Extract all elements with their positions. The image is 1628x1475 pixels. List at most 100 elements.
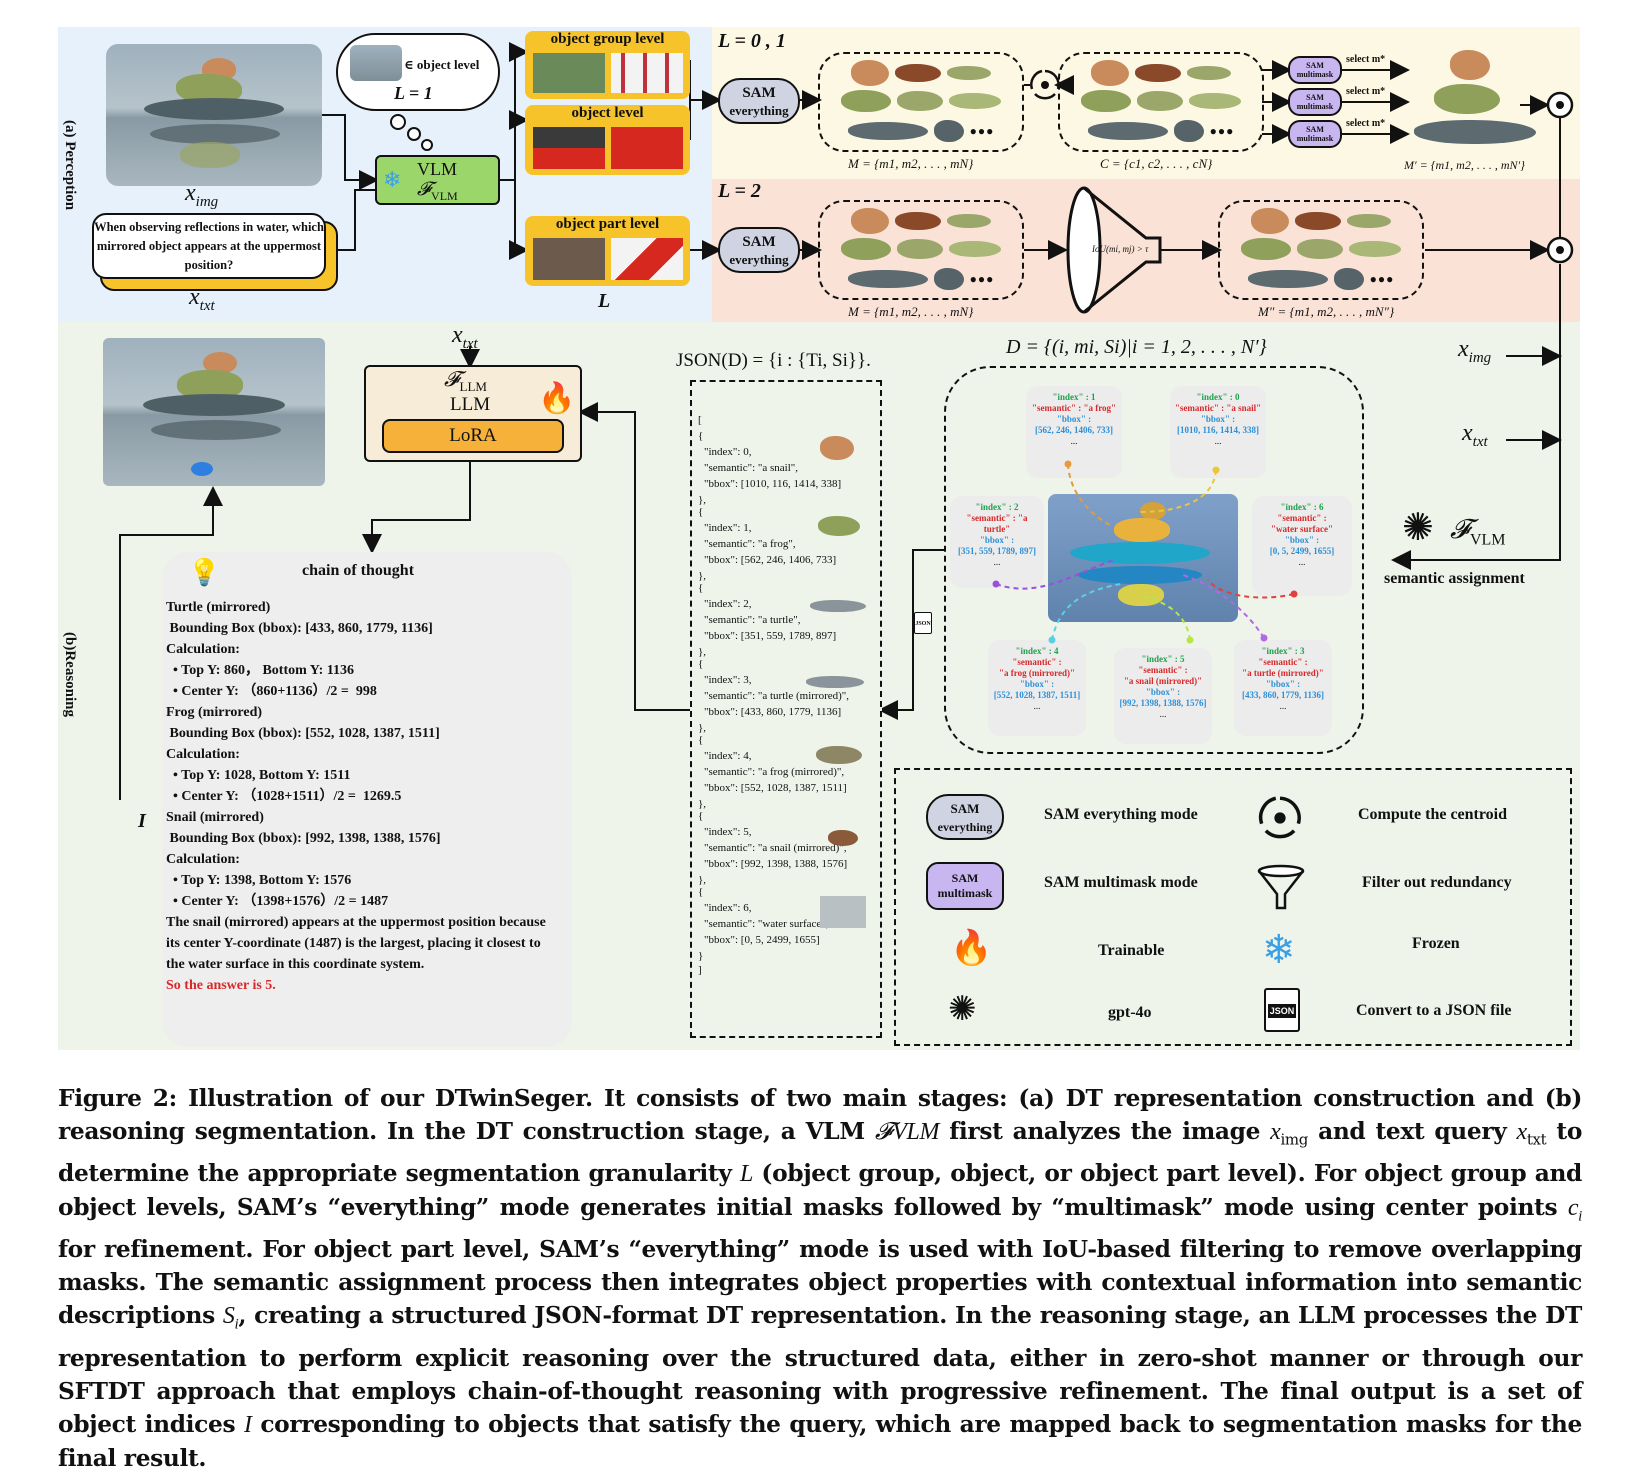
legend-frozen: Frozen xyxy=(1412,935,1460,952)
x-txt-llm-label: xtxt xyxy=(452,322,478,352)
snowflake-icon: ❄ xyxy=(383,167,402,192)
Mdouble-eq: M″ = {m1, m2, . . . , mN″} xyxy=(1258,304,1395,319)
json-thumb-turtle-mirrored xyxy=(806,676,864,688)
vlm-box: ❄ VLM 𝓕VLM xyxy=(375,155,500,205)
json-brace: { xyxy=(698,582,704,594)
group-thumb-2 xyxy=(611,53,683,93)
legend-json: Convert to a JSON file xyxy=(1356,1002,1512,1019)
cot-line: Bounding Box (bbox): [433, 860, 1779, 11… xyxy=(166,621,433,636)
dots-C: ●●● xyxy=(1209,123,1235,138)
json-entry-field: "semantic": "a snail (mirrored)", xyxy=(704,842,847,854)
question-box: When observing reflections in water, whi… xyxy=(92,213,326,279)
turtle-reflection-shape xyxy=(150,124,280,144)
json-entry-field: "semantic": "water surface", xyxy=(704,918,829,930)
part-thumb-2 xyxy=(611,238,683,280)
legend-json-icon: JSON xyxy=(1264,988,1300,1032)
legend-centroid-icon xyxy=(1258,796,1301,839)
json-entry-field: "semantic": "a turtle (mirrored)", xyxy=(704,690,850,702)
legend-filter-icon xyxy=(1257,864,1305,910)
thought-cloud: ∈ object level L = 1 xyxy=(336,33,500,111)
filter-funnel xyxy=(1066,186,1162,314)
x-txt-right-label: xtxt xyxy=(1462,420,1488,450)
legend-box xyxy=(894,768,1572,1046)
llm-label: LLM xyxy=(450,394,491,415)
digital-twin-box xyxy=(944,366,1364,754)
input-image xyxy=(106,44,322,186)
centroid-set-C: ●●● xyxy=(1058,52,1264,152)
cot-line: The snail (mirrored) appears at the uppe… xyxy=(166,915,546,930)
json-entry-field: "index": 6, xyxy=(704,902,752,914)
dt-card-1: "index" : 1 "semantic" : "a frog" "bbox"… xyxy=(1026,386,1122,478)
mask-set-M-row1: ●●● xyxy=(818,52,1024,152)
connector-lines xyxy=(119,42,1574,800)
cot-line: Calculation: xyxy=(166,747,240,762)
cot-line: Turtle (mirrored) xyxy=(166,600,271,615)
json-thumb-frog xyxy=(818,516,860,536)
dt-card-6: "index" : 6 "semantic" : "water surface"… xyxy=(1252,496,1352,596)
cot-line: • Top Y: 1028, Bottom Y: 1511 xyxy=(166,768,351,783)
object-thumb-2 xyxy=(611,127,683,169)
json-brace: }, xyxy=(698,798,707,810)
object-group-level-box: object group level xyxy=(525,31,690,99)
granularity-L: L xyxy=(598,290,611,312)
I-label: I xyxy=(138,810,146,832)
cot-line: • Center Y: （860+1136）/2 = 998 xyxy=(166,684,377,699)
cot-line: Calculation: xyxy=(166,852,240,867)
dt-connectors xyxy=(992,460,1298,644)
highlighted-mask xyxy=(191,462,213,476)
json-entry: {"index": 2,"semantic": "a turtle","bbox… xyxy=(698,580,836,660)
json-entry-field: "bbox": [0, 5, 2499, 1655] xyxy=(704,934,820,946)
C-eq: C = {c1, c2, . . . , cN} xyxy=(1100,156,1213,171)
json-thumb-snail xyxy=(820,436,854,460)
openai-icon: ✺ xyxy=(1402,507,1434,549)
legend-trainable: Trainable xyxy=(1098,942,1165,959)
legend-snowflake-icon: ❄ xyxy=(1262,927,1296,972)
x-img-right-label: ximg xyxy=(1458,336,1492,366)
json-brace: }, xyxy=(698,494,707,506)
json-thumb-snail-mirrored xyxy=(828,830,858,846)
vlm-func: 𝓕VLM xyxy=(417,179,458,203)
dt-center-image xyxy=(1048,494,1238,622)
figure-caption: Figure 2: Illustration of our DTwinSeger… xyxy=(58,1085,1583,1472)
json-brace: { xyxy=(698,810,704,822)
part-thumb-1 xyxy=(533,238,605,280)
legend-filter: Filter out redundancy xyxy=(1362,874,1512,891)
json-entry-field: "index": 3, xyxy=(704,674,752,686)
cot-line: the water surface in this coordinate sys… xyxy=(166,957,425,972)
json-entry-field: "bbox": [992, 1398, 1388, 1576] xyxy=(704,858,848,870)
object-part-level-box: object part level xyxy=(525,216,690,286)
cot-line: • Top Y: 1398, Bottom Y: 1576 xyxy=(166,873,352,888)
cot-lines: Turtle (mirrored) Bounding Box (bbox): [… xyxy=(166,597,546,975)
select-label-3: select m* xyxy=(1346,118,1386,129)
llm-box: 𝓕LLM LLM 🔥 LoRA xyxy=(364,365,582,462)
group-thumb-1 xyxy=(533,53,605,93)
json-thumb-frog-mirrored xyxy=(816,746,862,764)
json-entry-field: "index": 5, xyxy=(704,826,752,838)
dots-M-row2: ●●● xyxy=(969,271,995,286)
Mprime-eq: M′ = {m1, m2, . . . , mN′} xyxy=(1404,158,1525,172)
mask-set-M-row2: ●●● xyxy=(818,200,1024,300)
cot-panel xyxy=(162,552,572,1047)
dt-card-5: "index" : 5 "semantic" : "a snail (mirro… xyxy=(1114,648,1212,744)
json-brace: { xyxy=(698,886,704,898)
json-entry: {"index": 5, "semantic": "a snail (mirror… xyxy=(698,808,847,888)
json-brace: }, xyxy=(698,646,707,658)
llm-func: 𝓕LLM xyxy=(444,367,487,395)
M-eq-row2: M = {m1, m2, . . . , mN} xyxy=(848,304,974,319)
cot-line: Calculation: xyxy=(166,642,240,657)
cot-line: Bounding Box (bbox): [992, 1398, 1388, 1… xyxy=(166,831,441,846)
object-level-box: object level xyxy=(525,105,690,175)
M-eq-row1: M = {m1, m2, . . . , mN} xyxy=(848,156,974,171)
legend-sam-everything: SAM everything mode xyxy=(1044,806,1198,823)
D-eq: D = {(i, mi, Si)|i = 1, 2, . . . , N′} xyxy=(1006,336,1267,358)
cot-line: • Center Y: （1028+1511）/2 = 1269.5 xyxy=(166,789,402,804)
select-label-1: select m* xyxy=(1346,54,1386,65)
thought-L-text: L = 1 xyxy=(394,83,433,103)
json-brace: { xyxy=(698,658,704,670)
fire-icon: 🔥 xyxy=(538,382,576,415)
vlm-label: VLM xyxy=(417,159,457,179)
cot-line: • Top Y: 860， Bottom Y: 1136 xyxy=(166,663,354,678)
legend-gpt: gpt-4o xyxy=(1108,1004,1152,1021)
